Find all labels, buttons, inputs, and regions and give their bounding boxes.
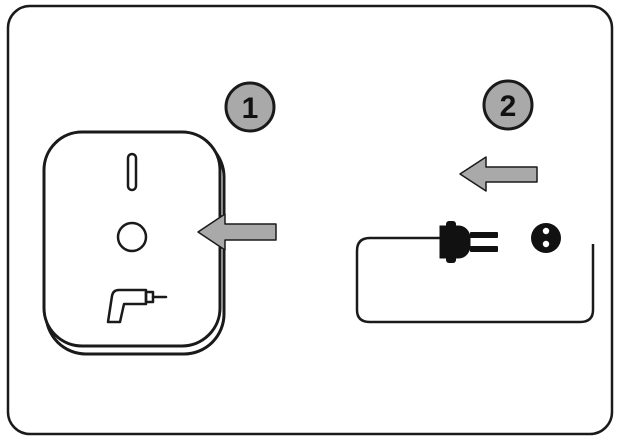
socket-outlet-icon [116, 221, 148, 253]
power-cable [355, 236, 595, 324]
power-adapter-device [42, 130, 226, 356]
step-2-number: 2 [500, 90, 517, 123]
plug-icon [439, 221, 498, 263]
step-1-number: 1 [242, 92, 259, 125]
drill-icon [106, 288, 168, 324]
power-indicator-icon [126, 152, 138, 192]
info-icon [531, 223, 561, 253]
step-1-badge: 1 [224, 81, 276, 133]
remove-arrow-icon [459, 156, 538, 192]
insert-arrow-icon [197, 213, 277, 251]
step-2-badge: 2 [482, 79, 534, 131]
